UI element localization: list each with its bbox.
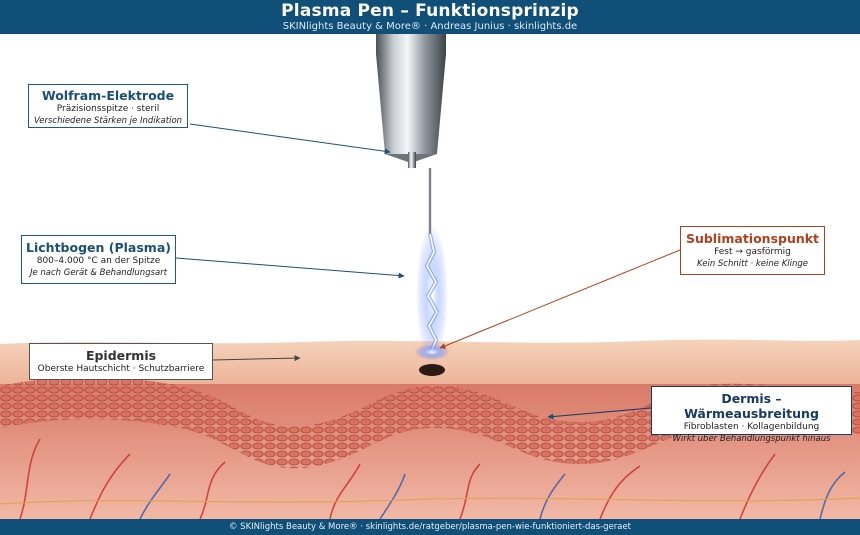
callout-title: Epidermis bbox=[85, 348, 157, 363]
sublimation-arrow bbox=[439, 249, 681, 349]
callout-wolfram-electrode: Wolfram-Elektrode Präzisionsspitze · ste… bbox=[28, 84, 188, 128]
epidermis-arrow bbox=[212, 355, 301, 362]
callout-title: Sublimationspunkt bbox=[685, 231, 820, 246]
page-title: Plasma Pen – Funktionsprinzip bbox=[281, 1, 579, 21]
diagram-scene bbox=[0, 34, 860, 519]
callout-dermis: Dermis – Wärmeausbreitung Fibroblasten ·… bbox=[651, 386, 852, 444]
callout-title: Wolfram-Elektrode bbox=[41, 88, 175, 103]
page-subtitle: SKINlights Beauty & More® · Andreas Juni… bbox=[282, 21, 578, 32]
callout-line: Oberste Hautschicht · Schutzbarriere bbox=[37, 364, 205, 374]
callout-line: Kein Schnitt · keine Klinge bbox=[696, 259, 809, 269]
cell-band bbox=[0, 377, 860, 469]
callout-line: Wirkt über Behandlungspunkt hinaus bbox=[672, 434, 831, 444]
callout-sublimationspunkt: Sublimationspunkt Fest → gasförmig Kein … bbox=[680, 226, 825, 275]
callout-line: Je nach Gerät & Behandlungsart bbox=[29, 268, 168, 278]
callout-lichtbogen: Lichtbogen (Plasma) 800–4.000 °C an der … bbox=[21, 235, 176, 284]
electrode-arrow bbox=[189, 123, 391, 155]
callout-title: Lichtbogen (Plasma) bbox=[26, 240, 171, 255]
callout-line: Verschiedene Stärken je Indikation bbox=[33, 116, 183, 126]
callout-line: 800–4.000 °C an der Spitze bbox=[36, 256, 161, 266]
callout-line: Fibroblasten · Kollagenbildung bbox=[683, 422, 820, 432]
callout-epidermis: Epidermis Oberste Hautschicht · Schutzba… bbox=[29, 343, 213, 380]
arc-arrow bbox=[175, 257, 405, 279]
blood-vessels bbox=[0, 438, 860, 519]
footer-credit: © SKINlights Beauty & More® · skinlights… bbox=[0, 519, 860, 535]
callout-line: Präzisionsspitze · steril bbox=[56, 104, 160, 114]
header-banner: Plasma Pen – Funktionsprinzip SKINlights… bbox=[0, 0, 860, 34]
callout-title: Dermis – Wärmeausbreitung bbox=[684, 391, 819, 421]
callout-line: Fest → gasförmig bbox=[714, 247, 791, 257]
sublimation-crater bbox=[419, 364, 445, 376]
plasma-pen-device bbox=[376, 34, 446, 168]
dermis-arrow bbox=[547, 407, 652, 420]
